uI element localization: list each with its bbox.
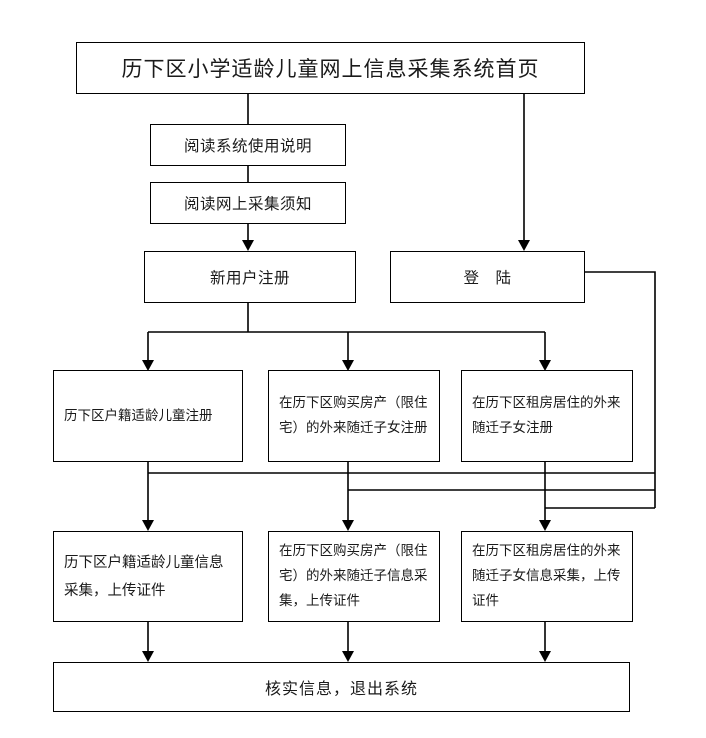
arrowhead-col-3 bbox=[539, 520, 551, 531]
node-rental-registration[interactable]: 在历下区租房居住的外来随迁子女注册 bbox=[461, 370, 633, 462]
node-login[interactable]: 登 陆 bbox=[390, 251, 585, 303]
node-property-collection[interactable]: 在历下区购买房产（限住宅）的外来随迁子信息采集，上传证件 bbox=[268, 531, 440, 622]
node-read-notice[interactable]: 阅读网上采集须知 bbox=[150, 182, 346, 224]
node-label: 在历下区租房居住的外来随迁子女注册 bbox=[472, 395, 621, 436]
node-read-instructions[interactable]: 阅读系统使用说明 bbox=[150, 124, 346, 166]
arrowhead-col-2 bbox=[342, 520, 354, 531]
node-label: 阅读网上采集须知 bbox=[183, 195, 312, 213]
arrowhead-bottom-2 bbox=[342, 651, 354, 662]
arrowhead-login bbox=[518, 240, 530, 251]
node-label: 历下区户籍适龄儿童注册 bbox=[64, 407, 213, 424]
node-system-homepage-title[interactable]: 历下区小学适龄儿童网上信息采集系统首页 bbox=[76, 42, 585, 94]
arrowhead-new-user bbox=[242, 240, 254, 251]
node-property-registration[interactable]: 在历下区购买房产（限住宅）的外来随迁子女注册 bbox=[268, 370, 440, 462]
node-hukou-collection[interactable]: 历下区户籍适龄儿童信息采集，上传证件 bbox=[53, 531, 243, 622]
arrowhead-bottom-1 bbox=[142, 651, 154, 662]
node-label: 登 陆 bbox=[463, 269, 512, 287]
node-label: 在历下区租房居住的外来随迁子女信息采集，上传证件 bbox=[472, 543, 621, 609]
node-label: 在历下区购买房产（限住宅）的外来随迁子女注册 bbox=[279, 395, 428, 436]
arrowhead-col-1 bbox=[142, 520, 154, 531]
node-label: 阅读系统使用说明 bbox=[183, 137, 312, 155]
node-rental-collection[interactable]: 在历下区租房居住的外来随迁子女信息采集，上传证件 bbox=[461, 531, 633, 622]
node-new-user-register[interactable]: 新用户注册 bbox=[144, 251, 356, 303]
node-label: 历下区户籍适龄儿童信息采集，上传证件 bbox=[64, 554, 224, 599]
node-hukou-registration[interactable]: 历下区户籍适龄儿童注册 bbox=[53, 370, 243, 462]
node-label: 核实信息，退出系统 bbox=[264, 679, 418, 698]
arrowhead-bottom-3 bbox=[539, 651, 551, 662]
node-label: 新用户注册 bbox=[209, 269, 290, 287]
node-label: 在历下区购买房产（限住宅）的外来随迁子信息采集，上传证件 bbox=[279, 543, 428, 609]
node-label: 历下区小学适龄儿童网上信息采集系统首页 bbox=[121, 57, 540, 81]
node-verify-and-exit[interactable]: 核实信息，退出系统 bbox=[53, 662, 630, 712]
